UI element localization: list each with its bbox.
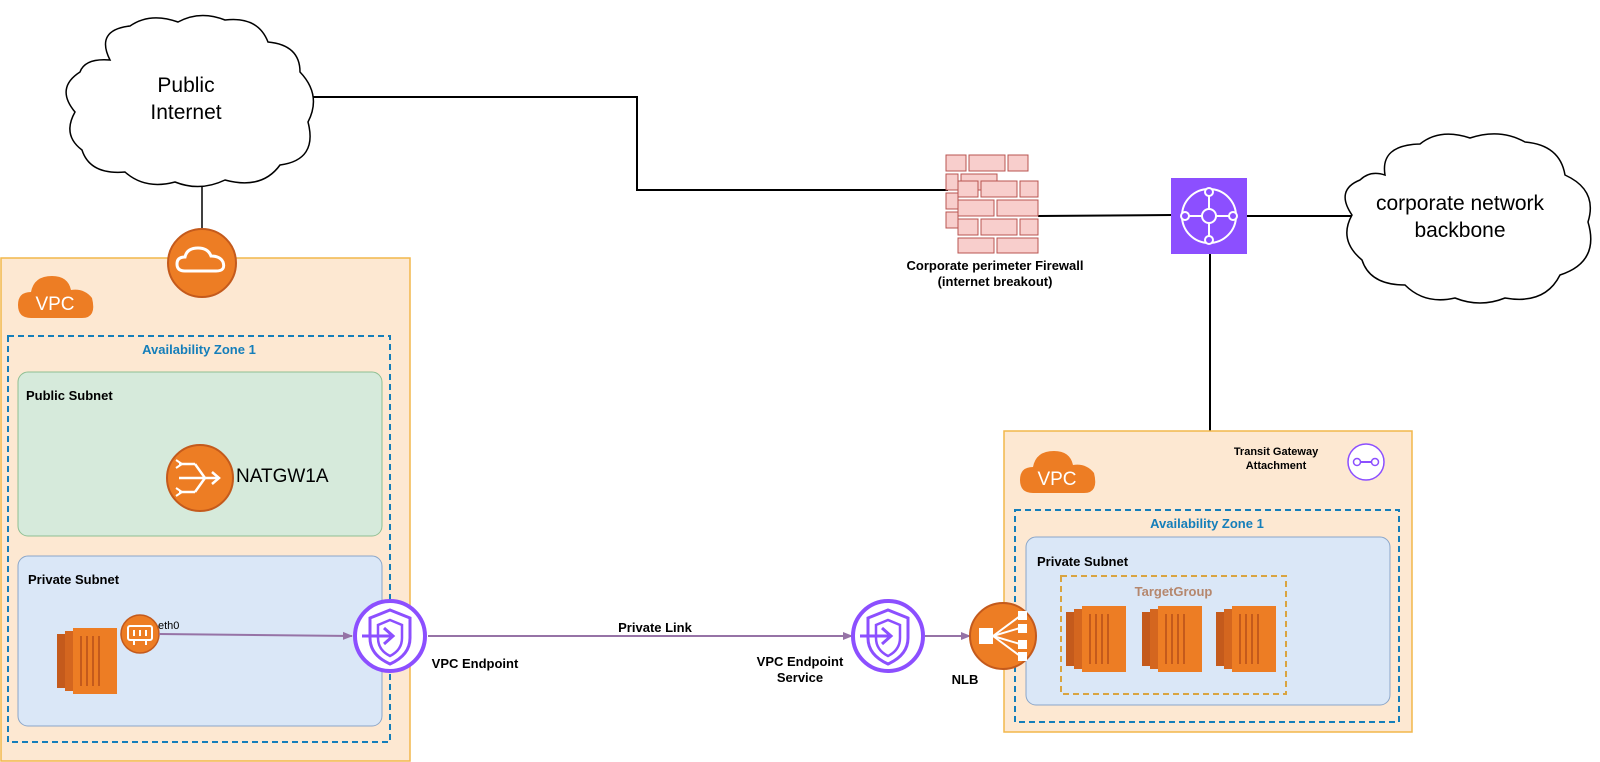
- corporate-backbone-cloud: [1344, 133, 1592, 304]
- public-internet-label: Public Internet: [150, 74, 222, 124]
- transit-gateway-attachment-label: Transit Gateway Attachment: [1233, 446, 1319, 472]
- eni-to-endpoint-arrow: [158, 631, 353, 640]
- vpc-endpoint-service-icon: [851, 599, 925, 673]
- target-ec2-instance-icon: [1141, 605, 1203, 673]
- left-private-subnet-label: Private Subnet: [28, 572, 120, 587]
- right-private-subnet-label: Private Subnet: [1037, 554, 1129, 569]
- firewall-to-tgw-line: [1037, 214, 1173, 217]
- transit-gateway-attachment-icon: [1347, 443, 1385, 481]
- left-public-subnet-label: Public Subnet: [26, 388, 113, 403]
- nlb-label: NLB: [951, 672, 979, 687]
- nat-gateway-label: NATGW1A: [236, 466, 329, 487]
- left-availability-zone: [7, 335, 391, 743]
- target-group-label: TargetGroup: [1134, 584, 1213, 599]
- corporate-backbone-label: corporate network backbone: [1375, 192, 1545, 242]
- target-group-container: [1060, 575, 1287, 695]
- internet-to-firewall-line: [292, 96, 948, 191]
- right-vpc-badge: VPC: [1020, 451, 1096, 493]
- firewall-icon: [945, 154, 1039, 254]
- vpc-endpoint-label: VPC Endpoint: [431, 656, 519, 671]
- ec2-instance-icon: [56, 627, 118, 695]
- firewall-label: Corporate perimeter Firewall (internet b…: [906, 258, 1084, 289]
- target-ec2-instance-icon: [1065, 605, 1127, 673]
- left-vpc-badge-text: VPC: [35, 294, 74, 315]
- vpc-cloud-icon: [18, 276, 94, 318]
- nat-gateway-icon: [166, 444, 234, 512]
- tgw-to-attachment-line: [1209, 250, 1347, 463]
- vpc-endpoint-service-label: VPC Endpoint Service: [756, 654, 844, 685]
- right-availability-zone-label: Availability Zone 1: [1150, 516, 1264, 531]
- transit-gateway-icon: [1171, 178, 1247, 254]
- left-vpc-badge: VPC: [18, 276, 94, 318]
- private-link-label: Private Link: [618, 620, 692, 635]
- eni-label: eth0: [158, 620, 180, 632]
- nlb-icon: [969, 602, 1037, 670]
- left-availability-zone-label: Availability Zone 1: [142, 342, 256, 357]
- right-vpc-badge-text: VPC: [1037, 469, 1076, 490]
- eni-icon: [120, 614, 160, 654]
- public-internet-cloud: [65, 14, 315, 188]
- vpc-cloud-icon: [1020, 451, 1096, 493]
- vpc-endpoint-icon: [353, 599, 427, 673]
- internet-gateway-icon: [167, 228, 237, 298]
- target-ec2-instance-icon: [1215, 605, 1277, 673]
